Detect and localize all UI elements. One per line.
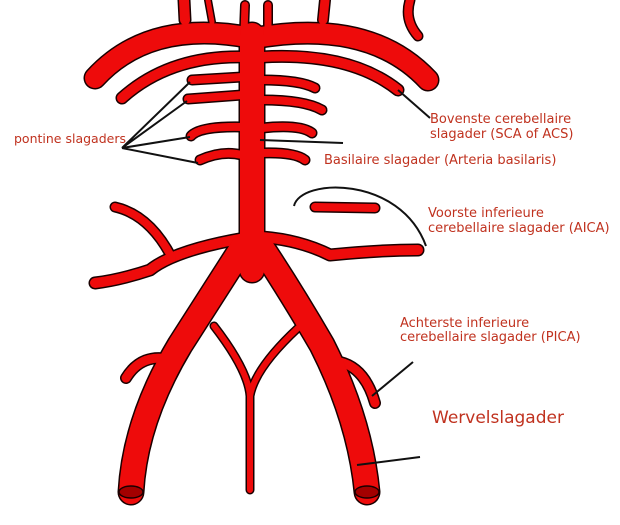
vessel: [247, 325, 301, 399]
vessel: [404, 0, 422, 40]
vessel: [258, 96, 326, 114]
vessel: [85, 23, 262, 88]
left-vertebral-end: [118, 485, 144, 499]
vessel: [211, 323, 253, 493]
vessel: [258, 122, 316, 137]
vessel: [179, 0, 190, 25]
right-vertebral-end: [354, 485, 380, 499]
vessel: [257, 51, 403, 95]
vessel: [90, 233, 250, 288]
label-basilar: Basilaire slagader (Arteria basilaris): [324, 153, 557, 168]
label-aica-1: Voorste inferieure: [428, 206, 544, 221]
vessel: [257, 232, 423, 260]
vessel: [119, 233, 256, 504]
vessel: [258, 76, 319, 92]
label-pontine: pontine slagaders: [14, 131, 126, 146]
vessel: [117, 51, 250, 103]
label-pica-2: cerebellaire slagader (PICA): [400, 330, 581, 345]
label-sca-2: slagader (SCA of ACS): [430, 127, 574, 142]
vessel: [111, 203, 176, 262]
vessel: [248, 233, 379, 504]
vessel: [196, 149, 246, 164]
vessel: [318, 0, 330, 25]
label-vertebral: Wervelslagader: [432, 408, 564, 428]
label-pica-1: Achterste inferieure: [400, 316, 530, 331]
label-sca-1: Bovenste cerebellaire: [430, 112, 572, 127]
vessel: [188, 73, 246, 84]
vessel: [335, 357, 380, 408]
vessel: [245, 23, 438, 90]
vessel: [205, 0, 215, 25]
vessel: [187, 122, 246, 140]
vessel: [184, 91, 246, 103]
vessel-fills: [85, 0, 438, 504]
pointer-lines: [121, 81, 431, 466]
vessel: [258, 148, 309, 164]
vessel: [311, 203, 379, 212]
label-aica-2: cerebellaire slagader (AICA): [428, 221, 610, 236]
